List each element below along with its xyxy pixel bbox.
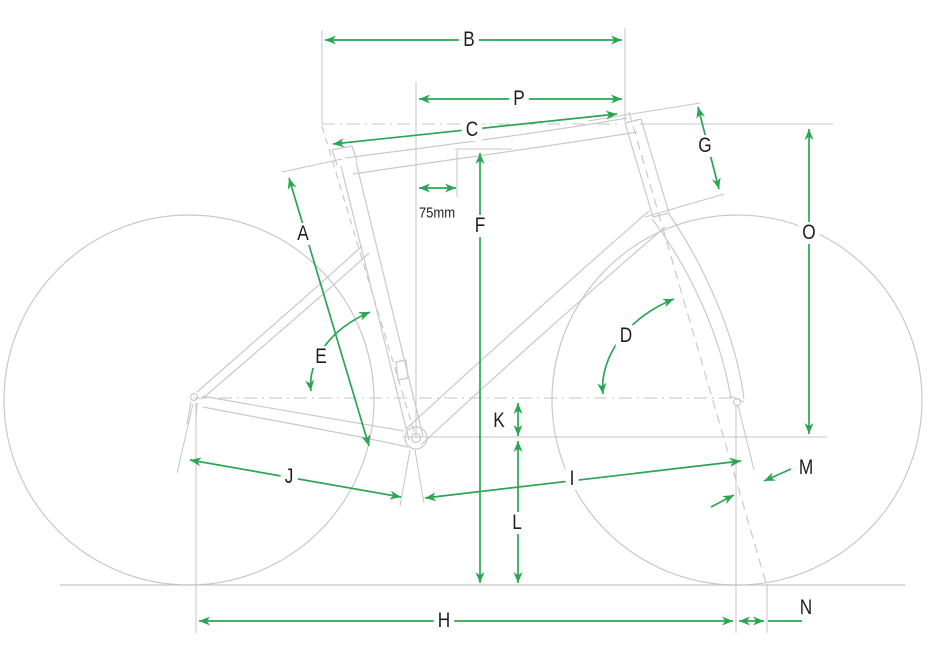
- dim-label-75mm: 75mm: [418, 205, 456, 222]
- seat-stays: [196, 245, 370, 400]
- g-bottom-ext: [644, 193, 725, 218]
- dim-label-a: A: [293, 222, 313, 246]
- dim-label-n: N: [795, 596, 817, 620]
- dim-label-b: B: [459, 28, 479, 52]
- dim-line-a: [287, 177, 371, 447]
- dim-label-g: G: [694, 134, 716, 158]
- dimension-arrows: [189, 35, 814, 626]
- bike-frame: [186, 111, 767, 584]
- rear-wheel: [3, 214, 375, 586]
- dim-label-e: E: [311, 345, 331, 369]
- dim-arrow-m-upper: [763, 468, 792, 482]
- dim-label-h: H: [433, 609, 455, 633]
- fork: [651, 213, 745, 400]
- dim-label-o: O: [798, 221, 820, 245]
- bb-ext-right: [414, 449, 425, 504]
- g-top-ext: [587, 102, 701, 122]
- chain-stays: [201, 395, 409, 448]
- bb-ext-left: [399, 449, 411, 507]
- steerer-axis: [628, 111, 767, 584]
- top-tube: [344, 117, 638, 175]
- dim-arrow-m-lower: [710, 494, 735, 508]
- dim-label-p: P: [509, 87, 529, 111]
- dim-label-k: K: [489, 409, 509, 433]
- fork-rake-ext: [737, 404, 755, 471]
- dim-label-i: I: [565, 467, 579, 491]
- seat-tube-mount-detail: [395, 359, 409, 381]
- dim-arc-d: [597, 298, 675, 395]
- front-dropout-detail: [730, 395, 745, 403]
- bottom-bracket-inner: [410, 432, 422, 444]
- wheels: [3, 214, 923, 586]
- dim-label-d: D: [615, 324, 637, 348]
- dim-line-i: [424, 457, 742, 502]
- front-wheel: [551, 214, 923, 586]
- seat-clamp: [331, 145, 358, 166]
- dim-label-f: F: [470, 214, 490, 238]
- down-tube: [405, 210, 666, 446]
- rear-axle: [189, 392, 199, 402]
- dim-label-c: C: [461, 118, 483, 142]
- rear-derailleur-hanger: [186, 401, 198, 425]
- j-rear-ext: [176, 403, 194, 474]
- reference-lines: [176, 28, 833, 633]
- dim-label-j: J: [280, 465, 298, 489]
- dim-label-m: M: [794, 456, 818, 480]
- head-tube: [624, 118, 670, 218]
- dim-label-l: L: [508, 511, 526, 535]
- bottom-bracket: [404, 426, 428, 450]
